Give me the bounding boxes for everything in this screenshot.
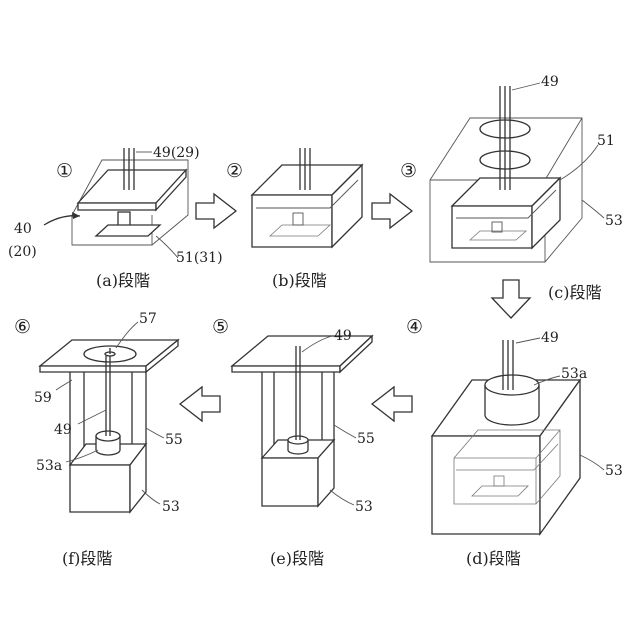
label-a-20: (20) (8, 244, 37, 260)
step-c-caption: (c)段階 (548, 283, 601, 302)
label-f-55: 55 (165, 432, 183, 448)
label-d-53a: 53a (561, 366, 587, 382)
label-a-49: 49(29) (153, 145, 200, 161)
label-e-55: 55 (357, 431, 375, 447)
label-f-53a: 53a (36, 458, 62, 474)
label-d-49: 49 (541, 330, 559, 346)
step-f-caption: (f)段階 (62, 549, 112, 568)
label-f-57: 57 (139, 311, 157, 327)
arrow-d-to-e (372, 387, 412, 421)
step-a-caption: (a)段階 (96, 271, 150, 290)
step-c-number: ③ (400, 160, 417, 182)
step-a-figure: ① 49(29) 40 (20) 51(31) (a)段階 (8, 145, 223, 290)
label-e-49: 49 (334, 328, 352, 344)
step-c-figure: ③ 49 51 53 (c)段階 (400, 74, 623, 302)
step-e-caption: (e)段階 (270, 549, 324, 568)
arrow-c-to-d (492, 280, 530, 318)
arrow-e-to-f (180, 387, 220, 421)
step-f-figure: ⑥ 57 59 49 55 53a 53 ( (14, 311, 183, 568)
label-a-51: 51(31) (176, 250, 223, 266)
step-e-figure: ⑤ 49 55 53 (e)段階 (212, 316, 375, 568)
label-f-53: 53 (162, 499, 180, 515)
arrow-a-to-b (196, 194, 236, 228)
label-f-49: 49 (54, 422, 72, 438)
step-d-figure: ④ 49 53a 53 (d)段階 (406, 316, 623, 568)
label-d-53: 53 (605, 463, 623, 479)
label-c-49: 49 (541, 74, 559, 90)
label-c-53: 53 (605, 213, 623, 229)
step-b-figure: ② (b)段階 (226, 148, 362, 290)
step-a-number: ① (56, 160, 73, 182)
arrow-b-to-c (372, 194, 412, 228)
label-f-59: 59 (34, 390, 52, 406)
step-f-number: ⑥ (14, 316, 31, 338)
step-e-number: ⑤ (212, 316, 229, 338)
step-d-number: ④ (406, 316, 423, 338)
step-d-caption: (d)段階 (466, 549, 521, 568)
step-b-caption: (b)段階 (272, 271, 327, 290)
label-a-40: 40 (14, 221, 32, 237)
label-e-53: 53 (355, 499, 373, 515)
label-c-51: 51 (597, 133, 615, 149)
step-b-number: ② (226, 160, 243, 182)
